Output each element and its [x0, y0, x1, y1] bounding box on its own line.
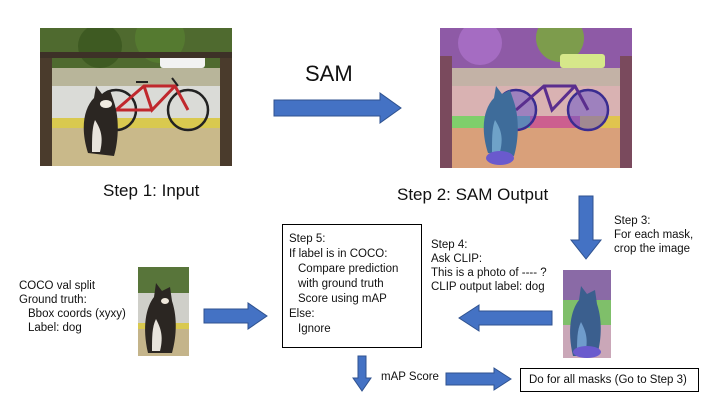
coco-line: Ground truth:	[19, 294, 87, 306]
step5-line: Ignore	[298, 323, 331, 335]
final-box-text: Do for all masks (Go to Step 3)	[529, 374, 687, 386]
right-arrow-coco	[203, 302, 268, 330]
sam-label: SAM	[305, 61, 353, 86]
step2-caption: Step 2: SAM Output	[397, 185, 549, 204]
step5-line: with ground truth	[298, 278, 384, 290]
step5-line: If label is in COCO:	[289, 248, 388, 260]
step5-line: Step 5:	[289, 233, 326, 245]
coco-text: COCO val split Ground truth: Bbox coords…	[19, 279, 126, 335]
sam-output-photo	[440, 28, 632, 168]
step3-line: crop the image	[614, 243, 691, 255]
coco-line: Label: dog	[28, 322, 82, 334]
final-box: Do for all masks (Go to Step 3)	[520, 368, 699, 392]
left-arrow-step4	[458, 304, 553, 332]
map-score-label: mAP Score	[381, 371, 439, 383]
step3-line: Step 3:	[614, 215, 651, 227]
step5-line: Compare prediction	[298, 263, 399, 275]
down-arrow-step3	[569, 195, 603, 260]
step4-line: Step 4:	[431, 239, 468, 251]
step4-line: This is a photo of ---- ?	[431, 267, 547, 279]
sam-arrow	[273, 92, 402, 124]
down-arrow-map	[352, 355, 372, 392]
step4-line: CLIP output label: dog	[431, 281, 545, 293]
step5-box: Step 5: If label is in COCO: Compare pre…	[282, 224, 422, 348]
step5-line: Else:	[289, 308, 315, 320]
cropped-mask-photo	[563, 270, 611, 358]
step4-text: Step 4: Ask CLIP: This is a photo of ---…	[431, 238, 547, 294]
coco-ground-truth-photo	[138, 267, 189, 356]
right-arrow-map	[445, 367, 512, 391]
step4-line: Ask CLIP:	[431, 253, 483, 265]
step3-text: Step 3: For each mask, crop the image	[614, 214, 693, 256]
step5-text: Step 5: If label is in COCO: Compare pre…	[289, 232, 398, 337]
step1-caption: Step 1: Input	[103, 181, 200, 200]
step3-line: For each mask,	[614, 229, 694, 241]
step5-line: Score using mAP	[298, 293, 387, 305]
coco-line: COCO val split	[19, 280, 96, 292]
input-photo	[40, 28, 232, 166]
coco-line: Bbox coords (xyxy)	[28, 308, 126, 320]
